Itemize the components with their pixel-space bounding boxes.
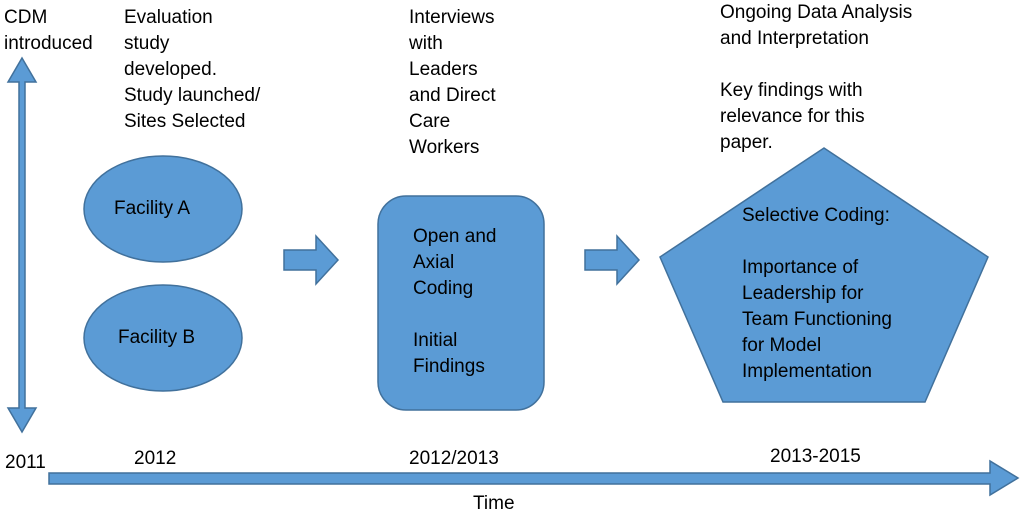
facility-a-label: Facility A xyxy=(114,198,191,219)
facility-a-ellipse xyxy=(83,155,243,263)
year-2011: 2011 xyxy=(5,452,46,473)
facility-b-ellipse xyxy=(83,284,243,392)
time-axis-arrow xyxy=(48,459,1020,497)
flow-arrow-1 xyxy=(283,234,340,286)
flow-arrow-2 xyxy=(584,234,641,286)
stage0-text: CDM introduced xyxy=(4,7,93,54)
selective-coding-pentagon xyxy=(659,147,989,403)
pentagon-text: Selective Coding: Importance of Leadersh… xyxy=(742,205,892,382)
year-2013-2015: 2013-2015 xyxy=(770,446,861,467)
vertical-double-arrow xyxy=(6,56,38,434)
facility-b-label: Facility B xyxy=(118,327,196,348)
stage2-text: Interviews with Leaders and Direct Care … xyxy=(409,7,496,158)
time-axis-label: Time xyxy=(473,493,515,514)
coding-box xyxy=(377,195,545,411)
year-2012-2013: 2012/2013 xyxy=(409,448,499,469)
year-2012: 2012 xyxy=(134,448,177,469)
coding-box-text: Open and Axial Coding Initial Findings xyxy=(413,226,497,377)
stage3-text: Ongoing Data Analysis and Interpretation… xyxy=(720,2,913,153)
stage1-text: Evaluation study developed. Study launch… xyxy=(124,7,261,132)
